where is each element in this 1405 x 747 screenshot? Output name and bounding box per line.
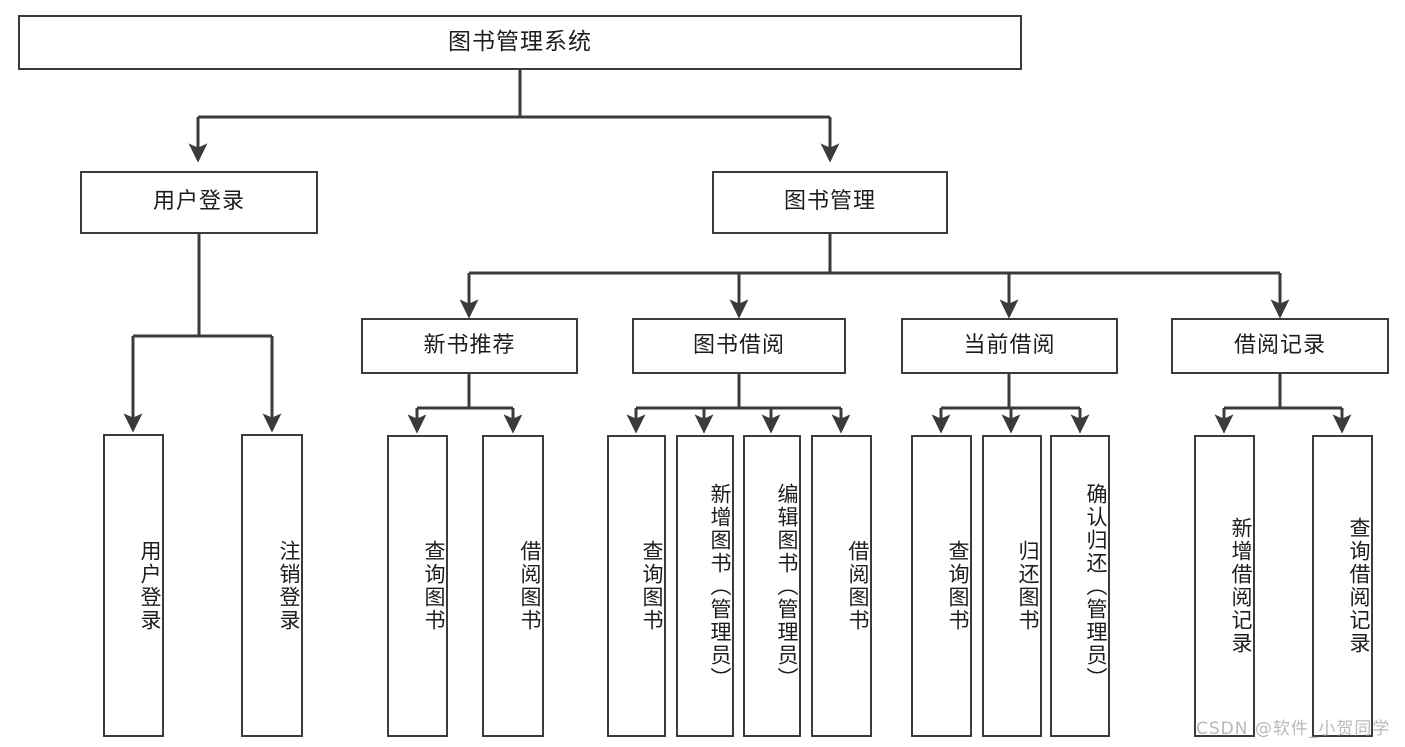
node-leaf-add-book-label: 新增图书（管理员）	[708, 482, 732, 690]
node-book-borrow-label: 图书借阅	[692, 332, 785, 358]
node-leaf-query-book-3-label: 查询图书	[946, 540, 970, 632]
node-book-management[interactable]: 图书管理	[712, 171, 948, 234]
node-leaf-query-book-2-label: 查询图书	[640, 540, 664, 632]
node-current-borrow-label: 当前借阅	[963, 332, 1056, 358]
csdn-watermark: CSDN @软件_小贺同学	[1196, 719, 1391, 739]
node-leaf-query-book-1-label: 查询图书	[422, 540, 446, 632]
node-leaf-query-record-label: 查询借阅记录	[1347, 517, 1371, 655]
node-new-book-recommend-label: 新书推荐	[423, 332, 516, 358]
node-leaf-query-record[interactable]: 查询借阅记录	[1312, 435, 1373, 737]
node-leaf-return-book[interactable]: 归还图书	[982, 435, 1042, 737]
node-leaf-edit-book-label: 编辑图书（管理员）	[775, 482, 799, 690]
node-leaf-query-book-3[interactable]: 查询图书	[911, 435, 972, 737]
node-leaf-add-book[interactable]: 新增图书（管理员）	[676, 435, 734, 737]
node-borrow-record[interactable]: 借阅记录	[1171, 318, 1389, 374]
node-leaf-confirm-return[interactable]: 确认归还（管理员）	[1050, 435, 1110, 737]
node-root-label: 图书管理系统	[448, 28, 592, 55]
node-leaf-query-book-1[interactable]: 查询图书	[387, 435, 448, 737]
node-leaf-add-record-label: 新增借阅记录	[1229, 517, 1253, 655]
node-current-borrow[interactable]: 当前借阅	[901, 318, 1118, 374]
node-root[interactable]: 图书管理系统	[18, 15, 1022, 70]
node-leaf-add-record[interactable]: 新增借阅记录	[1194, 435, 1255, 737]
node-leaf-user-logout[interactable]: 注销登录	[241, 434, 303, 737]
node-leaf-borrow-book-2-label: 借阅图书	[846, 540, 870, 632]
node-leaf-borrow-book-2[interactable]: 借阅图书	[811, 435, 872, 737]
node-book-management-label: 图书管理	[783, 189, 876, 215]
node-borrow-record-label: 借阅记录	[1233, 332, 1326, 358]
node-leaf-confirm-return-label: 确认归还（管理员）	[1084, 482, 1108, 690]
node-leaf-user-logout-label: 注销登录	[277, 539, 301, 632]
node-user-login[interactable]: 用户登录	[80, 171, 318, 234]
node-leaf-user-login-label: 用户登录	[138, 539, 162, 632]
node-leaf-borrow-book-1[interactable]: 借阅图书	[482, 435, 544, 737]
node-book-borrow[interactable]: 图书借阅	[632, 318, 846, 374]
node-new-book-recommend[interactable]: 新书推荐	[361, 318, 578, 374]
node-leaf-query-book-2[interactable]: 查询图书	[607, 435, 666, 737]
node-leaf-edit-book[interactable]: 编辑图书（管理员）	[743, 435, 801, 737]
node-leaf-return-book-label: 归还图书	[1016, 540, 1040, 632]
node-user-login-label: 用户登录	[152, 189, 245, 215]
node-leaf-user-login[interactable]: 用户登录	[103, 434, 164, 737]
node-leaf-borrow-book-1-label: 借阅图书	[518, 540, 542, 632]
